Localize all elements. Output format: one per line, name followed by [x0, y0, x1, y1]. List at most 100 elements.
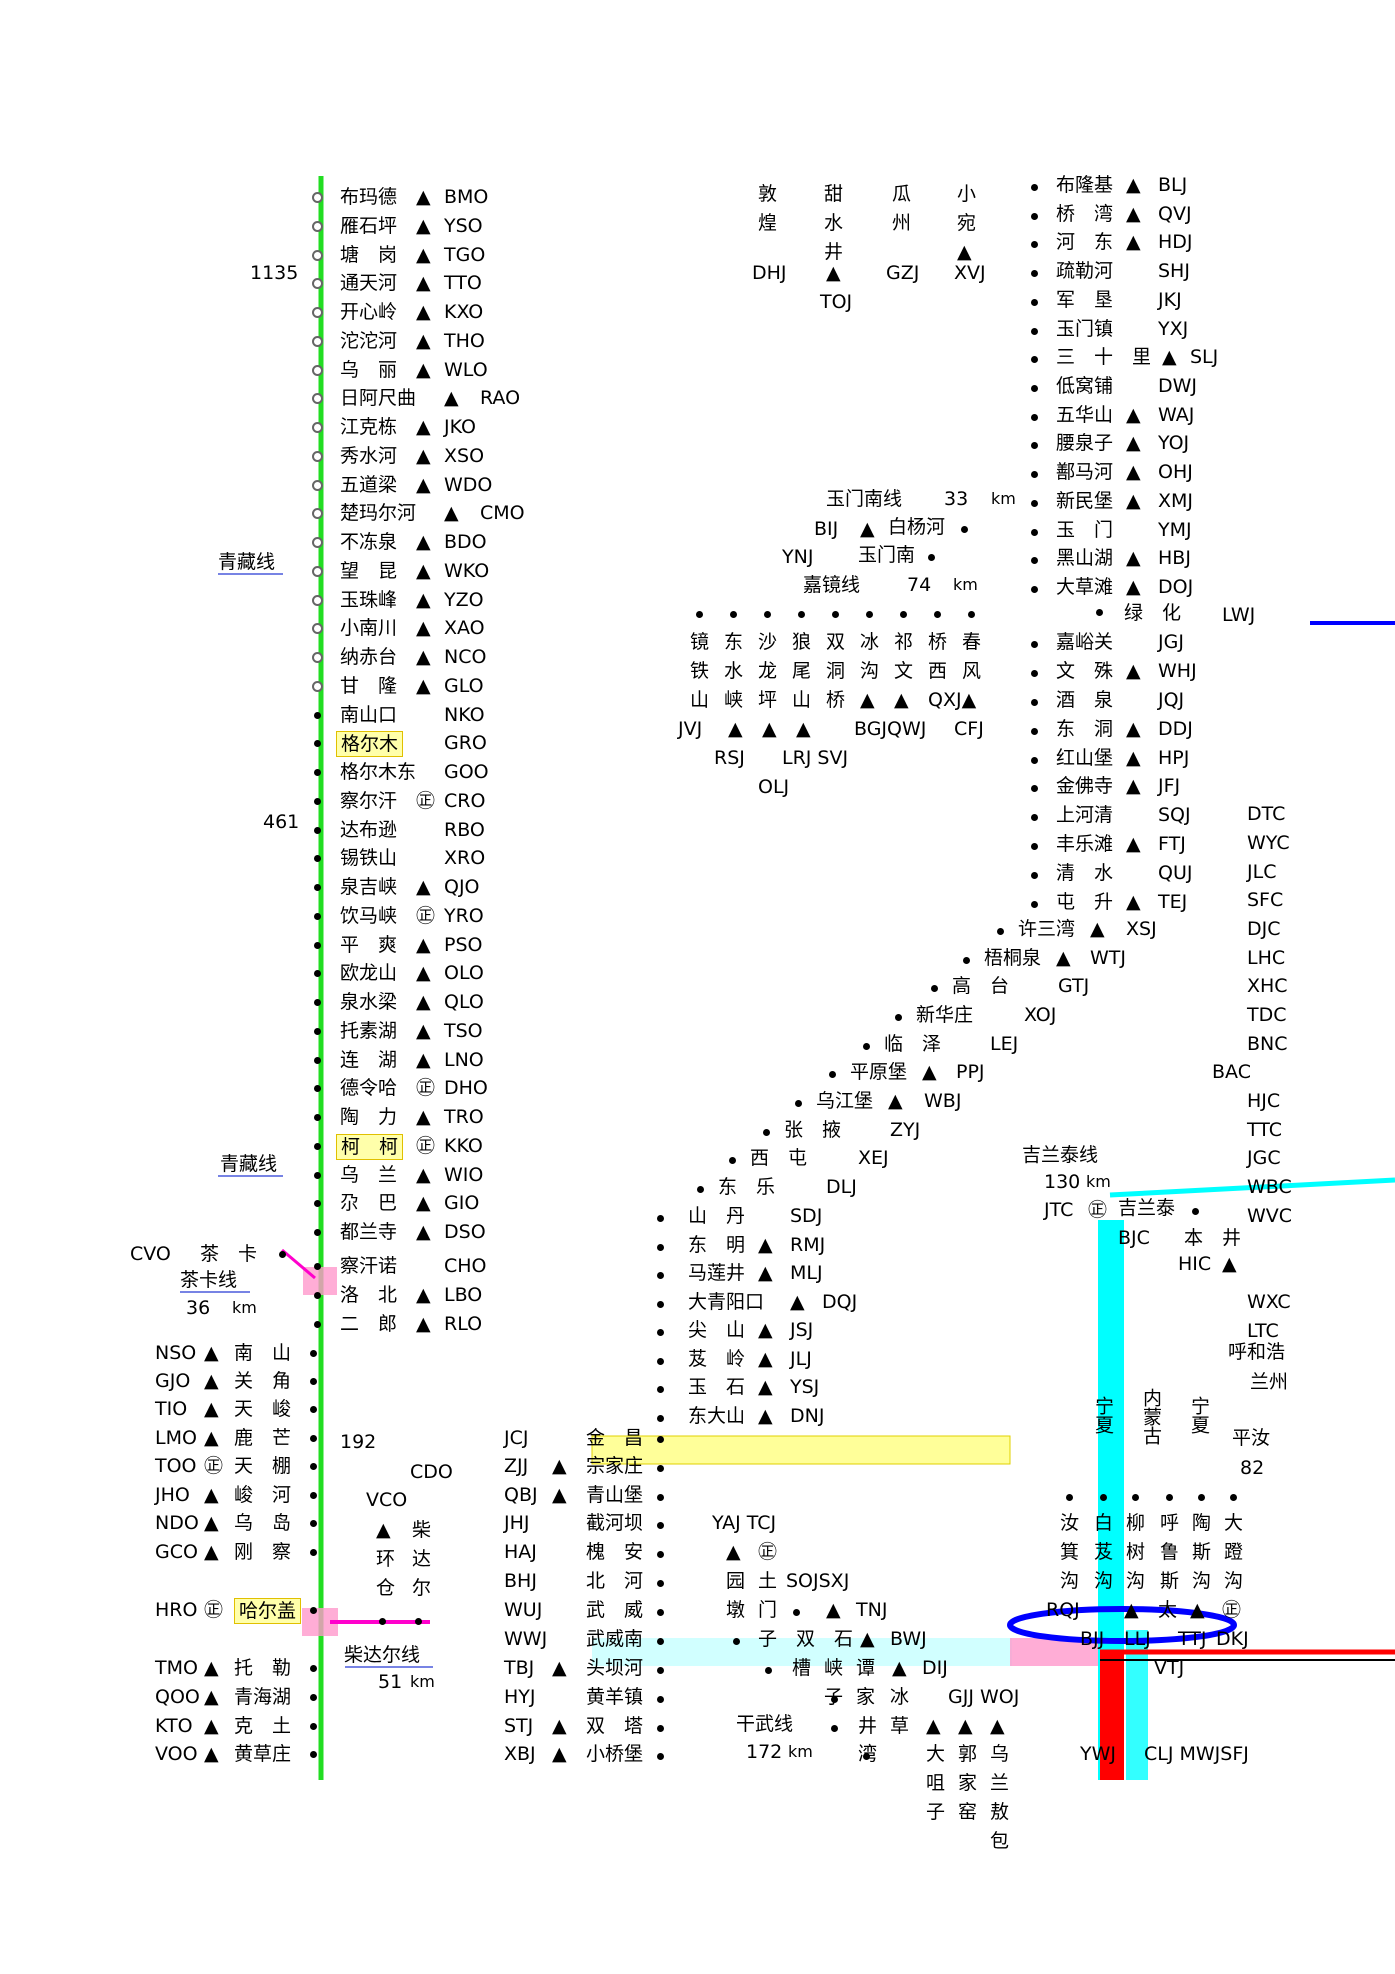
station-code: HJC	[1247, 1090, 1281, 1112]
station-code: VOO	[155, 1743, 198, 1765]
baiyang-name: 白杨河	[888, 516, 946, 538]
station-type-icon: ▲	[1126, 203, 1141, 225]
station-dot	[1031, 184, 1038, 191]
station-type-icon: ▲	[204, 1743, 219, 1765]
station-name: 纳赤台	[340, 646, 398, 668]
station-code: XAO	[444, 617, 485, 639]
station-dot	[1031, 641, 1038, 648]
station-dot	[963, 957, 970, 964]
station-code: BJJ	[1080, 1628, 1105, 1650]
station-type-icon: ㊣	[758, 1541, 778, 1563]
neimenggu: 内蒙古	[1140, 1388, 1162, 1445]
station-code: BDO	[444, 531, 487, 553]
jingtie-char: 东	[724, 631, 744, 653]
station-name: 红山堡	[1056, 747, 1114, 769]
station-dot	[314, 913, 321, 920]
dunhuang-char: 煌	[758, 212, 778, 234]
dunhuang-char: 小	[957, 183, 977, 205]
jingtie-char: 桥	[928, 631, 948, 653]
station-dot	[310, 1549, 317, 1556]
station-dot	[657, 1609, 664, 1616]
baijigou-char: 斯	[1160, 1570, 1180, 1592]
bij-sym: ▲	[860, 518, 875, 540]
station-code: TOJ	[820, 291, 853, 313]
station-dot	[310, 1607, 317, 1614]
station-marker	[312, 422, 323, 433]
station-dot	[1166, 1494, 1173, 1501]
station-code: SHJ	[1158, 260, 1190, 282]
station-code: DOJ	[1158, 576, 1194, 598]
chaidaer-sym: ▲	[376, 1519, 391, 1541]
chaka-line-label[interactable]: 茶卡线	[180, 1269, 238, 1291]
station-name: 通天河	[340, 272, 398, 294]
station-code: XOJ	[1024, 1004, 1057, 1026]
station-name: 东 洞	[1056, 718, 1114, 740]
jilantai-line-label[interactable]: 吉兰泰线	[1022, 1144, 1099, 1166]
station-code: YMJ	[1158, 519, 1192, 541]
station-dot	[832, 611, 839, 618]
station-code: DHO	[444, 1077, 488, 1099]
cyan-vertical-2	[1126, 1630, 1148, 1780]
station-type-icon: ▲	[1190, 1599, 1205, 1621]
station-code: YZO	[444, 589, 484, 611]
station-marker	[312, 278, 323, 289]
station-code: RMJ	[790, 1234, 826, 1256]
station-dot	[657, 1465, 664, 1472]
station-name: 许三湾	[1018, 918, 1076, 940]
qingzang-line-label-1[interactable]: 青藏线	[218, 551, 276, 573]
station-dot	[310, 1492, 317, 1499]
station-marker	[312, 221, 323, 232]
station-type-icon: ▲	[204, 1657, 219, 1679]
station-dot	[1031, 757, 1038, 764]
jingtie-char: ▲	[894, 689, 909, 711]
dunhuang-char: ▲	[957, 241, 972, 263]
station-code: LRJ SVJ	[782, 747, 849, 769]
jiajing-line-label[interactable]: 嘉镜线	[803, 574, 861, 596]
station-name: 关 角	[234, 1370, 292, 1392]
jtc-sym: ㊣	[1088, 1199, 1108, 1221]
station-type-icon: ▲	[1126, 775, 1141, 797]
station-code: DSO	[444, 1221, 486, 1243]
station-name: 冰	[890, 1686, 910, 1708]
station-code: TMO	[155, 1657, 198, 1679]
station-code: QOO	[155, 1686, 200, 1708]
station-code: BHJ	[504, 1570, 537, 1592]
station-code: SDJ	[790, 1205, 823, 1227]
station-type-icon: ▲	[416, 675, 431, 697]
ganwu-line-label[interactable]: 干武线	[736, 1713, 794, 1735]
station-code: YXJ	[1158, 318, 1189, 340]
station-name: 鹿 芒	[234, 1427, 292, 1449]
station-dot	[657, 1386, 664, 1393]
station-type-icon: ▲	[416, 1164, 431, 1186]
chaidaer-dot-2	[415, 1618, 422, 1625]
qingzang-line-label-2[interactable]: 青藏线	[220, 1153, 278, 1175]
station-name: 托素湖	[340, 1020, 398, 1042]
station-name: 连 湖	[340, 1049, 398, 1071]
baijigou-char: 沟	[1192, 1570, 1212, 1592]
station-code: GRO	[444, 732, 487, 754]
station-code: TGO	[444, 244, 486, 266]
jingtie-char: 镜	[690, 631, 710, 653]
station-dot	[1031, 356, 1038, 363]
jinchang-name: 金 昌	[586, 1427, 644, 1449]
station-code: ▲	[762, 718, 777, 740]
station-type-icon: ▲	[958, 1715, 973, 1737]
station-dot	[314, 1200, 321, 1207]
station-marker	[312, 192, 323, 203]
station-type-icon: ㊣	[416, 1135, 436, 1157]
station-name: 郭	[958, 1743, 978, 1765]
station-name: 雁石坪	[340, 215, 398, 237]
station-name: 桥 湾	[1056, 203, 1114, 225]
bjc-code: BJC	[1118, 1227, 1150, 1249]
station-name: 截河坝	[586, 1512, 644, 1534]
station-name: 尕 巴	[340, 1192, 398, 1214]
station-name: 玉门镇	[1056, 318, 1114, 340]
station-code: YSO	[444, 215, 483, 237]
station-code: GZJ	[886, 262, 920, 284]
station-name: 青山堡	[586, 1484, 644, 1506]
baijigou-char: 汝	[1060, 1512, 1080, 1534]
station-name: 五华山	[1056, 404, 1114, 426]
yumen-south-line-label[interactable]: 玉门南线	[826, 488, 903, 510]
chaidaer-line-label[interactable]: 柴达尔线	[344, 1644, 421, 1666]
station-dot	[314, 798, 321, 805]
